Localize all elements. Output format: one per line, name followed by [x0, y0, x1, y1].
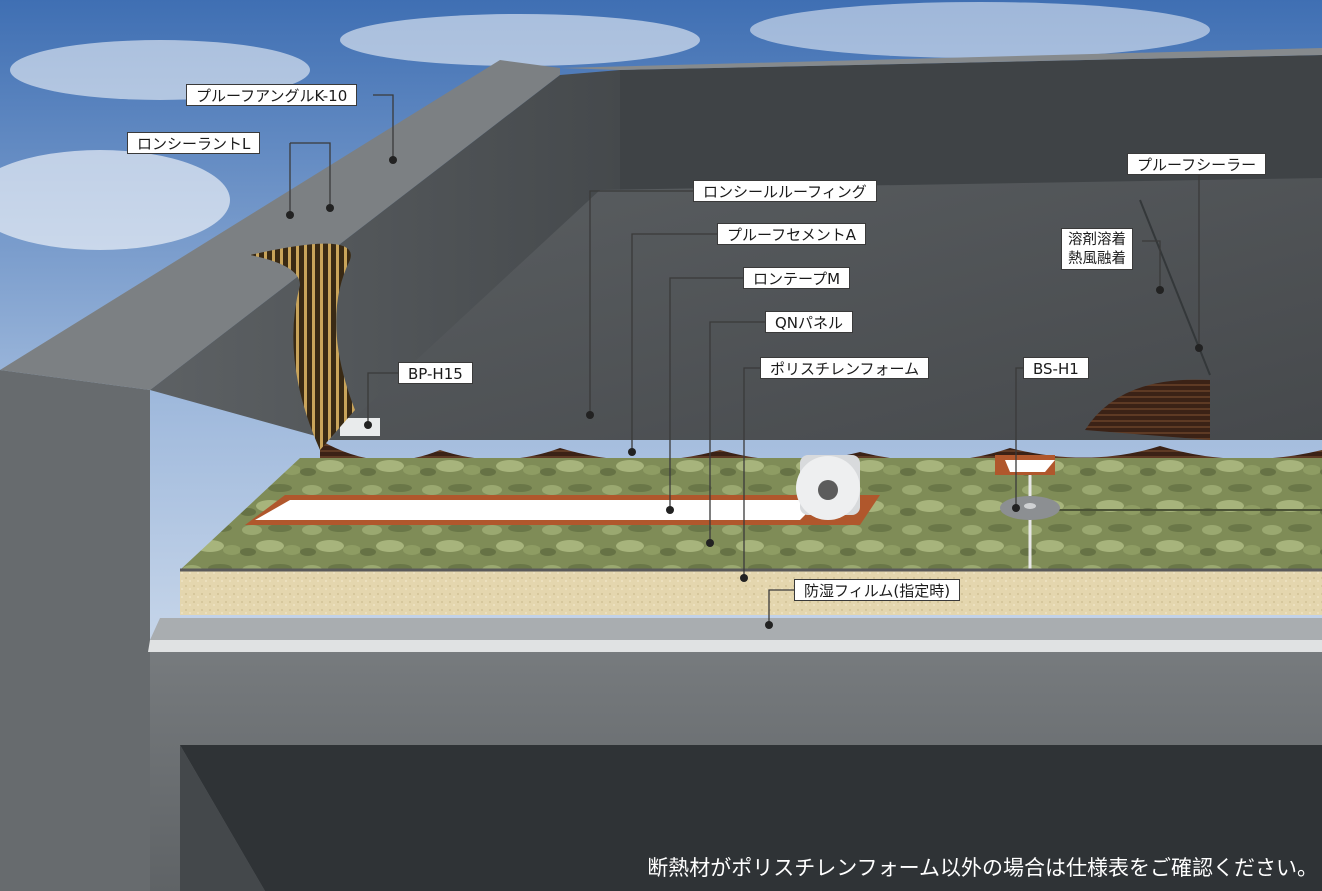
label-bp-h15: BP-H15 [398, 362, 473, 384]
building-opening [180, 745, 1322, 891]
label-vapor-film: 防湿フィルム(指定時) [794, 579, 961, 601]
label-welding-methods: 溶剤溶着 熱風融着 [1061, 228, 1133, 270]
caption-note: 断熱材がポリスチレンフォーム以外の場合は仕様表をご確認ください。 [647, 856, 1318, 880]
tape-roll [796, 455, 860, 520]
label-ron-seal-roofing: ロンシールルーフィング [693, 180, 877, 202]
sealant-strands [250, 243, 355, 450]
label-proof-cement: プルーフセメントA [717, 223, 867, 245]
label-qn-panel: QNパネル [765, 311, 854, 333]
vapor-film-layer [150, 618, 1322, 640]
label-ron-sealant: ロンシーラントL [127, 132, 261, 154]
label-ron-tape: ロンテープM [743, 267, 851, 289]
parapet-left-top [0, 60, 560, 390]
label-polystyrene-foam: ポリスチレンフォーム [760, 357, 930, 379]
label-welding-hot-air: 熱風融着 [1068, 251, 1126, 267]
polystyrene-foam-layer [180, 570, 1322, 615]
label-bs-h1: BS-H1 [1023, 357, 1089, 379]
label-welding-solvent: 溶剤溶着 [1068, 232, 1126, 248]
parapet-left-face [0, 370, 150, 891]
label-proof-angle: プルーフアングルK-10 [186, 84, 358, 106]
label-proof-sealer: プルーフシーラー [1127, 153, 1267, 175]
